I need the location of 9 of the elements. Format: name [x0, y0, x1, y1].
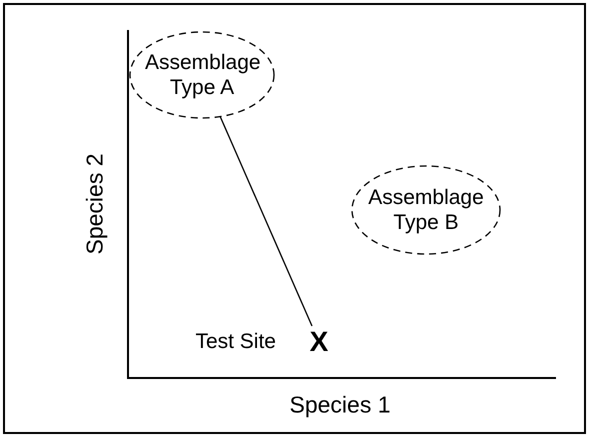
- dashed-ellipse: [352, 166, 500, 254]
- site-marker: X: [306, 326, 332, 358]
- connector-line: [220, 116, 313, 326]
- group-label: Assemblage Type B: [367, 185, 485, 235]
- site-label: Test Site: [195, 330, 276, 354]
- axis-label: Species 2: [82, 154, 108, 254]
- axis-label: Species 1: [290, 392, 390, 418]
- dashed-ellipse: [130, 32, 274, 118]
- group-label: Assemblage Type A: [145, 50, 259, 100]
